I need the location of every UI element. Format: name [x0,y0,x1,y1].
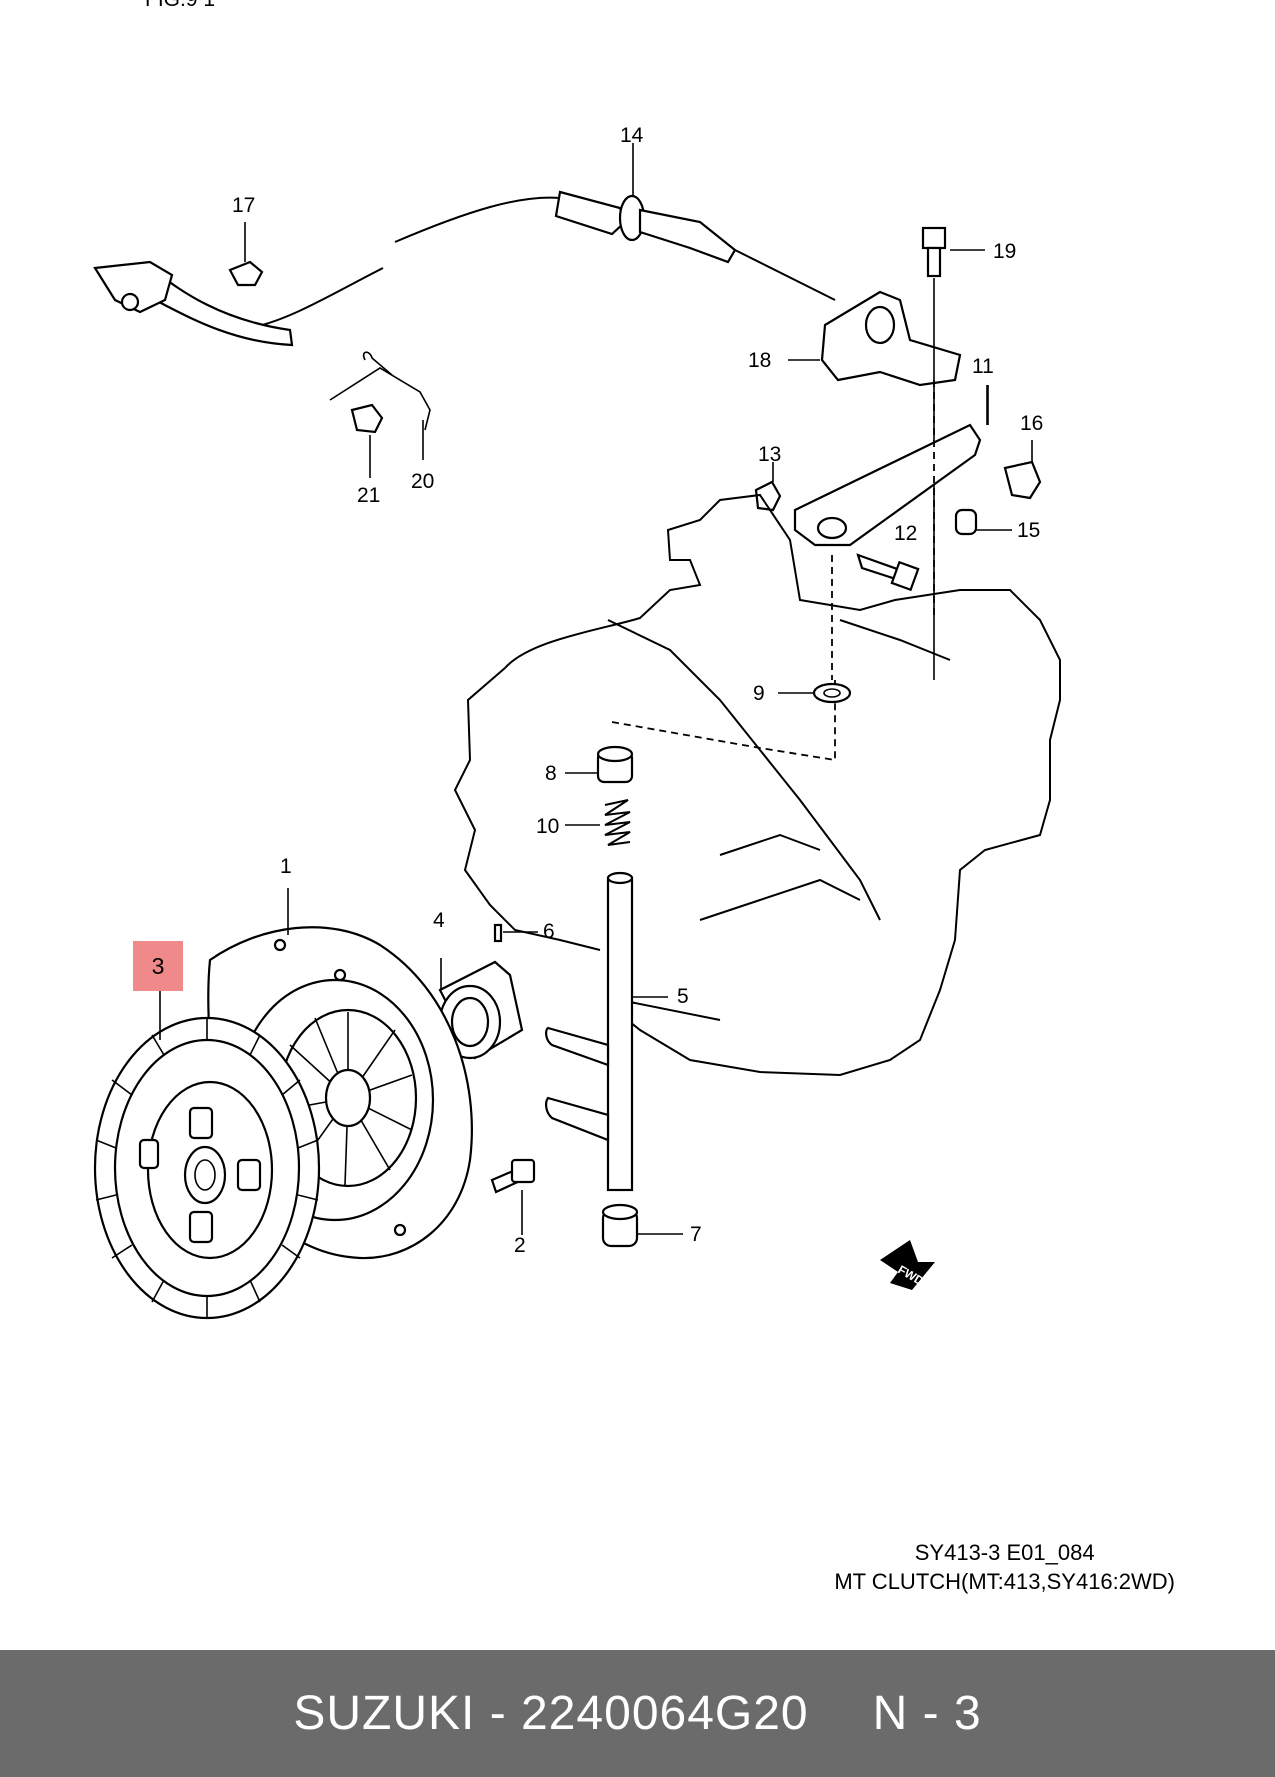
callout-3: 3 [151,952,165,979]
bushing-16 [1003,440,1042,500]
callout-8: 8 [545,762,557,785]
diagram-caption: SY413-3 E01_084 MT CLUTCH(MT:413,SY416:2… [834,1538,1175,1596]
clutch-cable [93,190,836,347]
footer-bar: SUZUKI - 2240064G20 N - 3 [0,1650,1275,1777]
callout-10: 10 [536,815,559,838]
spring-10 [565,799,631,846]
nut-13 [754,462,782,512]
callout-9: 9 [753,682,765,705]
top-cut-text: FIG.9 1 [145,0,215,11]
callout-17: 17 [232,194,255,217]
callout-16: 16 [1020,412,1043,435]
pin-6 [493,923,538,943]
clip-20 [329,351,431,460]
bolt-17 [228,222,264,287]
fwd-arrow-icon: FWD [880,1240,935,1290]
callout-2: 2 [514,1234,526,1257]
callout-18: 18 [748,349,771,372]
callout-1: 1 [280,855,292,878]
footer-position: N - 3 [872,1687,982,1740]
reference-lines [611,380,935,762]
pin-15 [954,508,1012,536]
callout-15: 15 [1017,519,1040,542]
bolt-21 [350,403,384,478]
leader-lines [632,143,988,425]
callout-11: 11 [972,355,994,378]
callout-20: 20 [411,470,434,493]
callout-3-highlight: 3 [133,941,183,991]
callout-19: 19 [993,240,1016,263]
callout-5: 5 [677,985,689,1008]
callout-14: 14 [620,124,644,147]
footer-part-number: SUZUKI - 2240064G20 [293,1687,809,1740]
bolt-2 [490,1158,536,1235]
bushing-8 [565,745,634,784]
transmission-housing [453,493,1061,1077]
bolt-12 [856,553,920,592]
caption-title: MT CLUTCH(MT:413,SY416:2WD) [834,1569,1175,1594]
parts-diagram: FIG.9 1 [93,0,1061,1320]
clutch-disc-3 [93,991,321,1320]
bracket-18 [788,290,962,387]
callout-6: 6 [543,920,555,943]
callout-21: 21 [357,484,380,507]
callout-4: 4 [433,909,445,932]
bushing-7 [601,1203,683,1248]
callout-12: 12 [894,522,917,545]
release-shaft-5 [545,871,668,1192]
callout-labels: 1 2 4 5 6 7 8 9 10 11 12 13 14 15 16 17 … [232,124,1043,1257]
caption-code: SY413-3 E01_084 [914,1540,1095,1565]
callout-7: 7 [690,1223,702,1246]
washer-9 [778,682,852,704]
callout-13: 13 [758,443,781,466]
